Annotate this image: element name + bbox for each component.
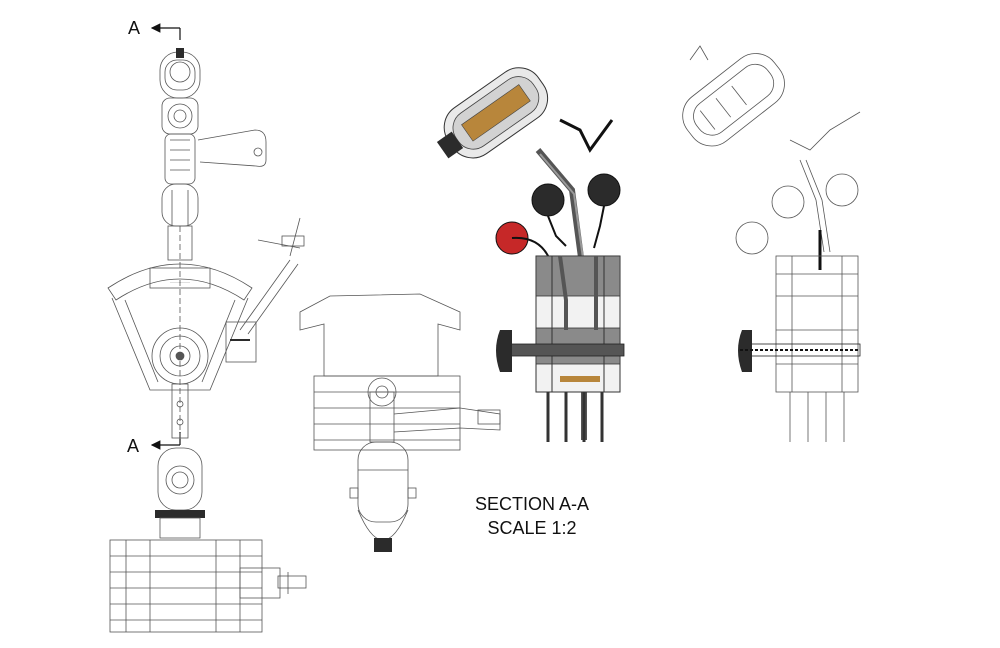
section-caption: SECTION A-A SCALE 1:2 bbox=[452, 492, 612, 540]
section-marker-bottom: A bbox=[127, 436, 140, 456]
plan-view bbox=[109, 447, 307, 633]
side-view bbox=[299, 293, 501, 552]
section-title: SECTION A-A bbox=[474, 494, 590, 514]
section-marker-top: A bbox=[128, 18, 141, 38]
section-scale: SCALE 1:2 bbox=[487, 518, 577, 538]
front-view: ·········· bbox=[107, 48, 305, 440]
svg-text:··········: ·········· bbox=[170, 280, 190, 286]
transparent-view bbox=[682, 45, 861, 442]
section-aa-view bbox=[436, 67, 625, 442]
section-arrow-top bbox=[150, 23, 181, 40]
section-arrow-bottom bbox=[150, 432, 181, 450]
